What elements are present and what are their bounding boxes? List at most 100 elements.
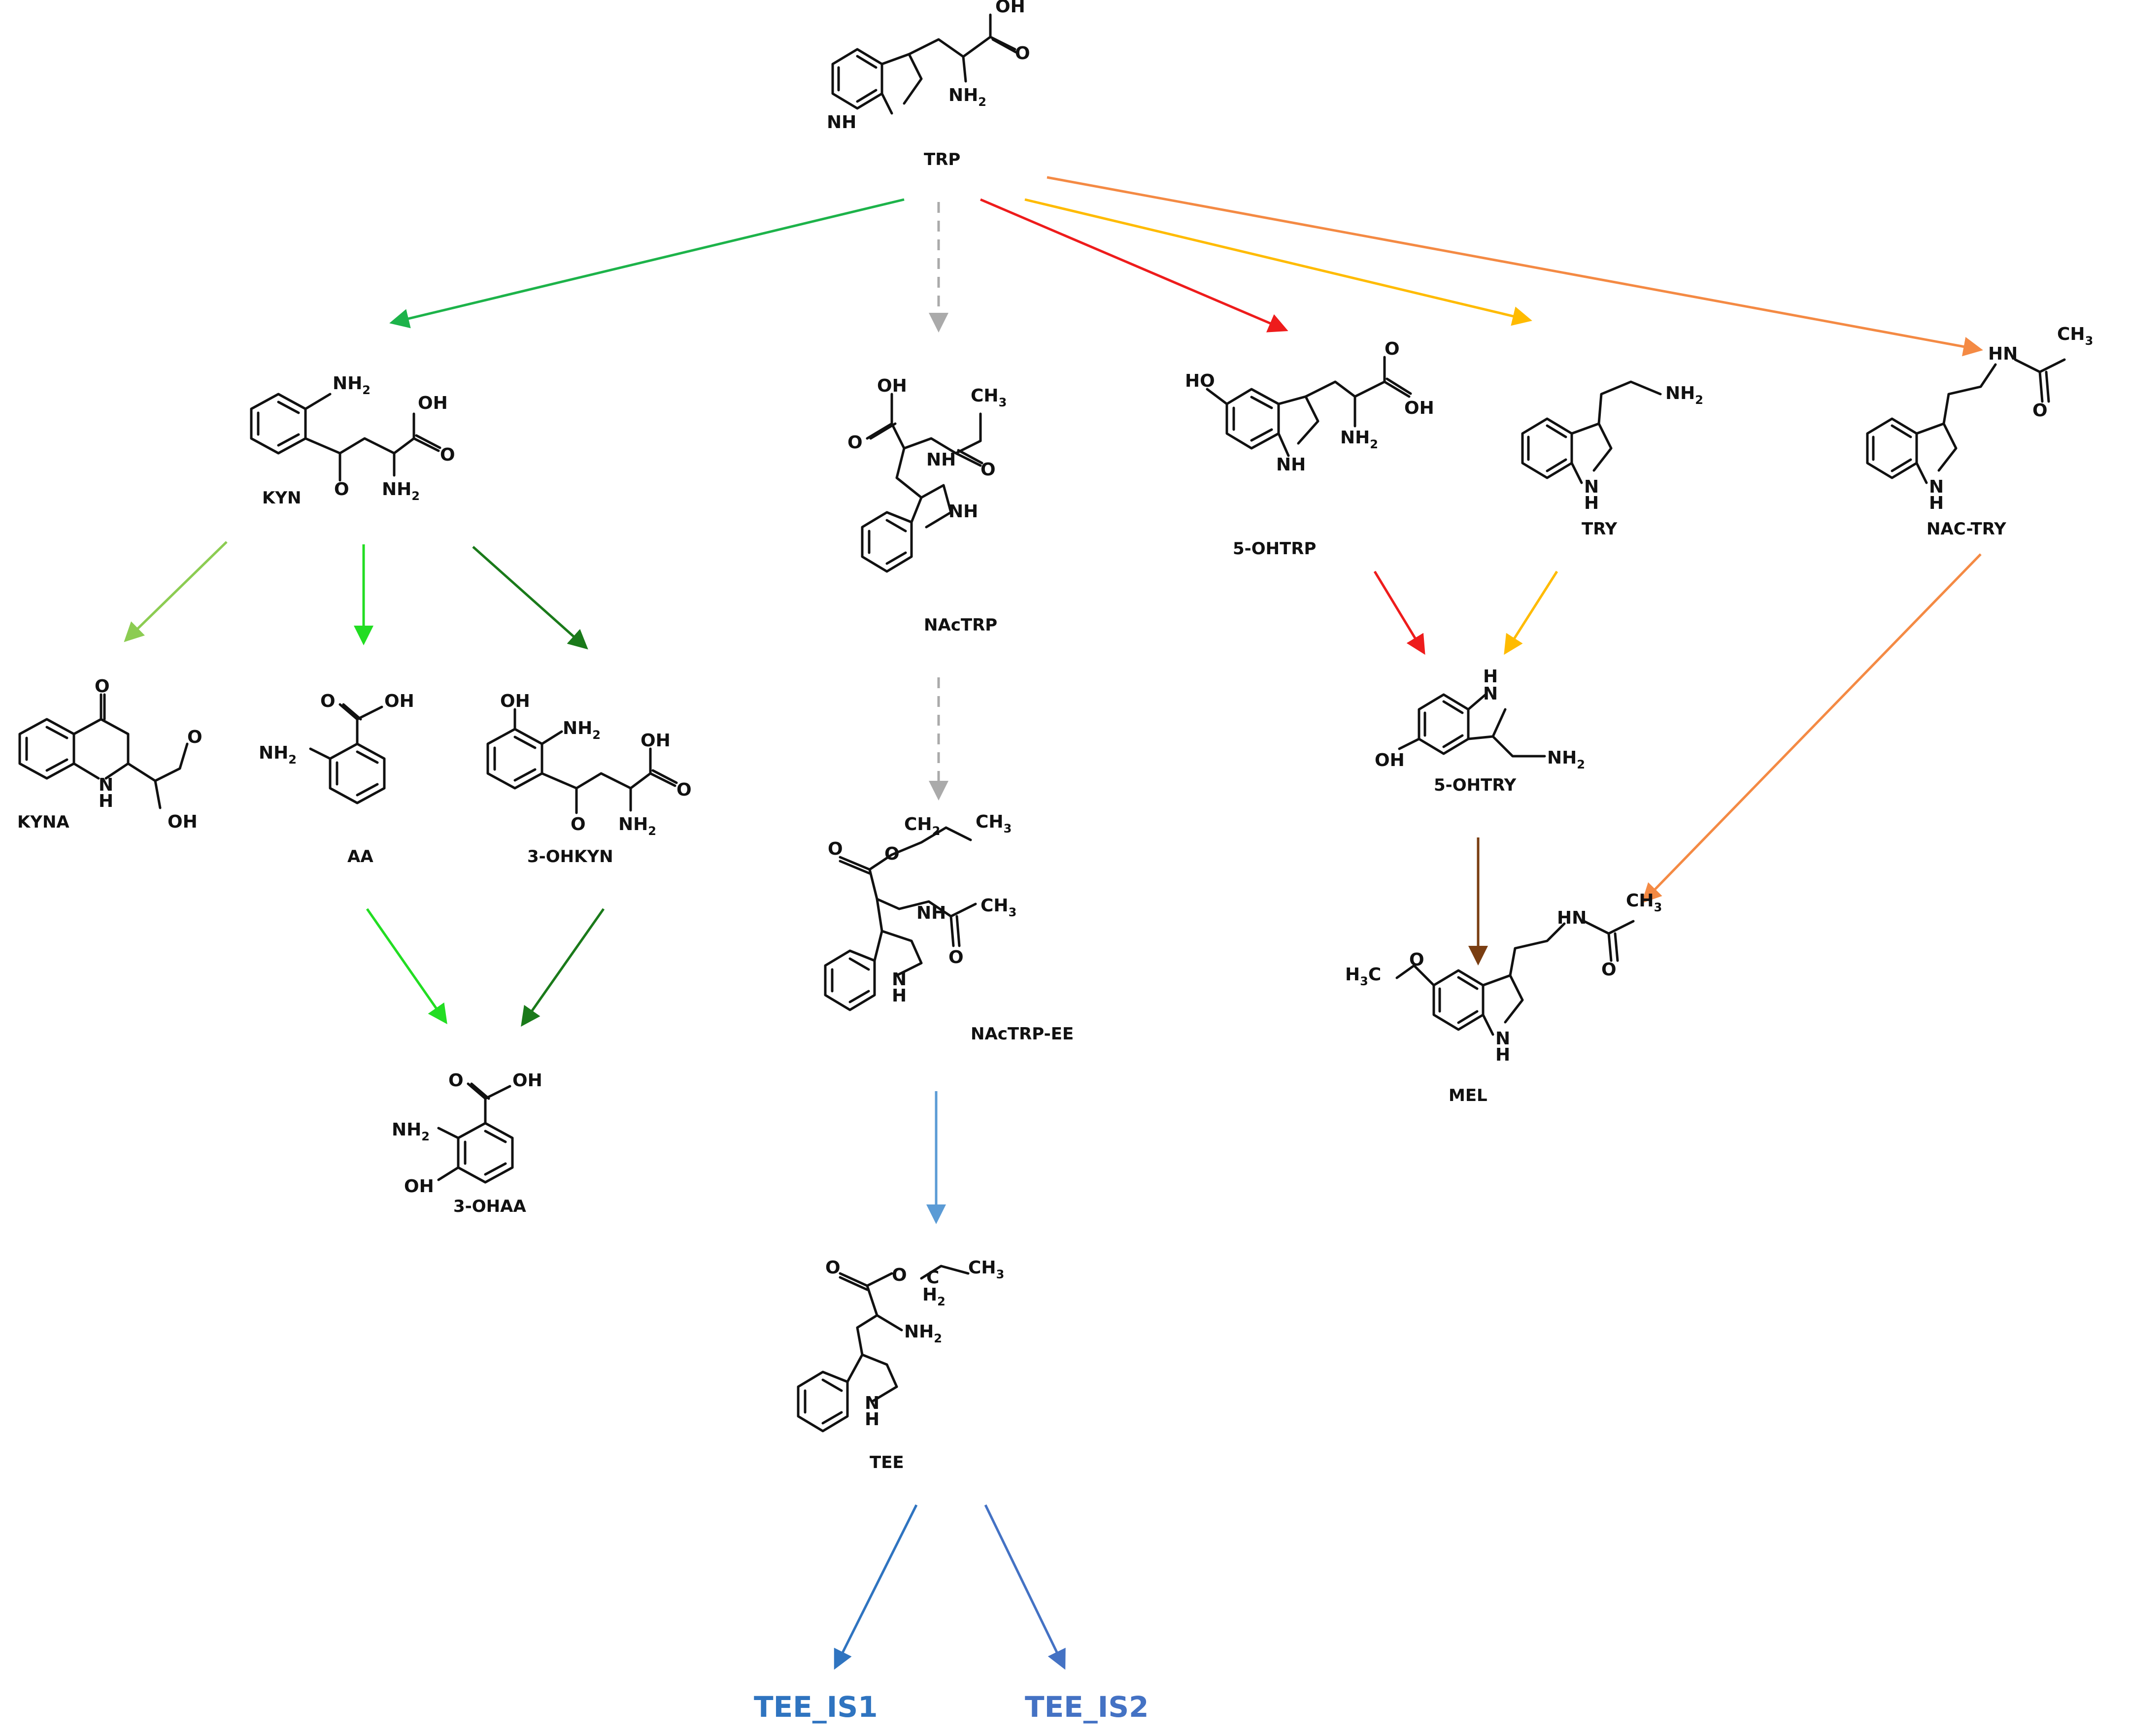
nac-try-n-label: N <box>1929 477 1944 497</box>
try-nh2-label: NH2 <box>1665 383 1703 407</box>
5ohtry-nh2-label: NH2 <box>1547 748 1585 771</box>
tee-h-label: H <box>865 1409 879 1430</box>
nactrp-o2-label: O <box>980 460 996 480</box>
arrow-5ohtrp-to-5ohtry <box>1373 570 1425 655</box>
arrow-trp-to-try <box>1024 198 1532 326</box>
try-n-label: N <box>1584 477 1599 497</box>
trp-nh2-label: NH2 <box>948 85 986 109</box>
molecule-3ohkyn: OH NH2 OH O O NH2 3-OHKYN <box>486 691 692 867</box>
molecule-nactrp-ee: O O CH2 CH3 NH CH3 O N H NAcTRP-EE <box>824 812 1074 1044</box>
molecule-kyn: NH2 OH O O NH2 KYN <box>250 373 455 508</box>
nactrp-oh-label: OH <box>877 376 907 396</box>
tee-o2-label: O <box>892 1265 907 1285</box>
molecule-5ohtrp: HO NH O OH NH2 5-OHTRP <box>1185 339 1434 559</box>
nactrp-ee-nh-label: NH <box>916 903 946 923</box>
arrow-3ohkyn-to-3ohaa <box>521 908 605 1027</box>
label-5ohtry: 5-OHTRY <box>1434 775 1517 795</box>
molecule-nactrp: OH O NH CH3 O NH NAcTRP <box>847 376 1007 635</box>
arrow-nac-try-to-mel <box>1641 553 1982 903</box>
nactrp-nh-label: NH <box>926 450 956 470</box>
mel-hn-label: HN <box>1557 908 1587 928</box>
arrow-kyn-to-3ohkyn <box>472 546 588 650</box>
kyn-nh2-label: NH2 <box>333 373 371 397</box>
kyna-nh-label: N <box>99 775 113 795</box>
3ohkyn-nh2b-label: NH2 <box>618 814 656 838</box>
3ohkyn-o-label: O <box>676 780 692 800</box>
arrow-tee-to-tee-is1 <box>834 1504 918 1670</box>
label-3ohaa: 3-OHAA <box>453 1197 526 1216</box>
molecule-mel: H3C O HN CH3 O N H MEL <box>1345 891 1662 1105</box>
arrow-trp-to-5ohtrp <box>980 198 1288 333</box>
3ohkyn-oh2-label: OH <box>641 731 671 751</box>
nac-try-hn-label: HN <box>1988 344 2018 364</box>
3ohaa-oh2-label: OH <box>404 1176 434 1197</box>
3ohkyn-oh-label: OH <box>500 691 530 711</box>
5ohtrp-oh-label: OH <box>1404 398 1434 418</box>
5ohtry-oh-label: OH <box>1375 750 1405 770</box>
label-aa: AA <box>347 847 373 867</box>
3ohaa-nh2-label: NH2 <box>392 1120 430 1143</box>
label-nactrp-ee: NAcTRP-EE <box>971 1024 1074 1044</box>
3ohaa-oh-label: OH <box>512 1070 542 1091</box>
tee-c-label: C <box>926 1268 939 1288</box>
arrow-trp-to-nac-try <box>1047 176 1983 357</box>
label-tee: TEE <box>870 1453 904 1472</box>
label-trp: TRP <box>924 150 960 169</box>
mel-h-label: H <box>1495 1045 1510 1065</box>
arrow-kyn-to-kyna <box>124 541 228 642</box>
nactrp-ee-ch3-label: CH3 <box>976 812 1012 835</box>
molecule-5ohtry: OH H N NH2 5-OHTRY <box>1375 667 1585 795</box>
3ohkyn-o2-label: O <box>571 814 586 835</box>
molecule-tee: O O C H2 CH3 NH2 N H TEE <box>797 1258 1004 1472</box>
tee-o-label: O <box>825 1258 841 1278</box>
nactrp-ee-ch2-label: CH2 <box>904 814 940 838</box>
nactrp-ch3-label: CH3 <box>971 386 1007 409</box>
aa-oh-label: OH <box>384 691 414 711</box>
mel-o2-label: O <box>1601 960 1617 980</box>
label-nactrp: NAcTRP <box>924 615 997 635</box>
label-5ohtrp: 5-OHTRP <box>1233 539 1316 559</box>
5ohtrp-ho-label: HO <box>1185 371 1215 391</box>
molecule-nac-try: HN CH3 O N H NAC-TRY <box>1866 324 2093 539</box>
arrow-aa-to-3ohaa <box>366 908 447 1025</box>
label-try: TRY <box>1582 519 1618 539</box>
nactrp-ee-h-label: H <box>892 986 907 1006</box>
kyn-o-label: O <box>440 445 455 465</box>
mel-n-label: N <box>1495 1029 1510 1049</box>
trp-oh-label: OH <box>995 0 1025 17</box>
label-tee-is1: TEE_IS1 <box>754 1690 878 1724</box>
arrow-tee-to-tee-is2 <box>984 1504 1066 1670</box>
5ohtrp-nh-label: NH <box>1276 455 1306 475</box>
nactrp-nh2-label: NH <box>948 501 978 522</box>
trp-o-label: O <box>1015 43 1030 64</box>
nactrp-ee-ch3b-label: CH3 <box>980 896 1016 919</box>
kyna-o2-label: O <box>187 727 203 747</box>
aa-nh2-label: NH2 <box>259 743 297 767</box>
5ohtry-n-label: N <box>1483 684 1498 704</box>
5ohtry-h-label: H <box>1483 667 1498 687</box>
label-nac-try: NAC-TRY <box>1926 519 2006 539</box>
mel-o-label: O <box>1409 950 1424 970</box>
tee-h2-label: H2 <box>922 1285 946 1308</box>
tee-n-label: N <box>865 1393 879 1413</box>
kyna-o-label: O <box>95 676 110 697</box>
nac-try-o-label: O <box>2032 401 2048 421</box>
nac-try-ch3-label: CH3 <box>2057 324 2093 348</box>
kyn-o2-label: O <box>334 479 349 500</box>
kyn-oh-label: OH <box>418 393 448 413</box>
pathway-arrows <box>124 176 1983 1670</box>
kyna-h-label: H <box>99 791 113 811</box>
kyna-oh-label: OH <box>168 812 198 832</box>
molecule-3ohaa: O OH NH2 OH 3-OHAA <box>392 1070 542 1216</box>
label-kyna: KYNA <box>17 812 69 832</box>
label-3ohkyn: 3-OHKYN <box>527 847 613 867</box>
nactrp-ee-o3-label: O <box>948 947 964 968</box>
molecule-kyna: O N H O OH KYNA <box>17 676 203 832</box>
3ohaa-o-label: O <box>448 1070 464 1091</box>
mel-ch3-label: CH3 <box>1626 891 1662 914</box>
nactrp-o-label: O <box>847 433 863 453</box>
label-mel: MEL <box>1449 1086 1487 1105</box>
nactrp-ee-o-label: O <box>828 839 843 859</box>
label-kyn: KYN <box>262 488 301 508</box>
molecule-try: NH2 N H TRY <box>1521 380 1703 539</box>
